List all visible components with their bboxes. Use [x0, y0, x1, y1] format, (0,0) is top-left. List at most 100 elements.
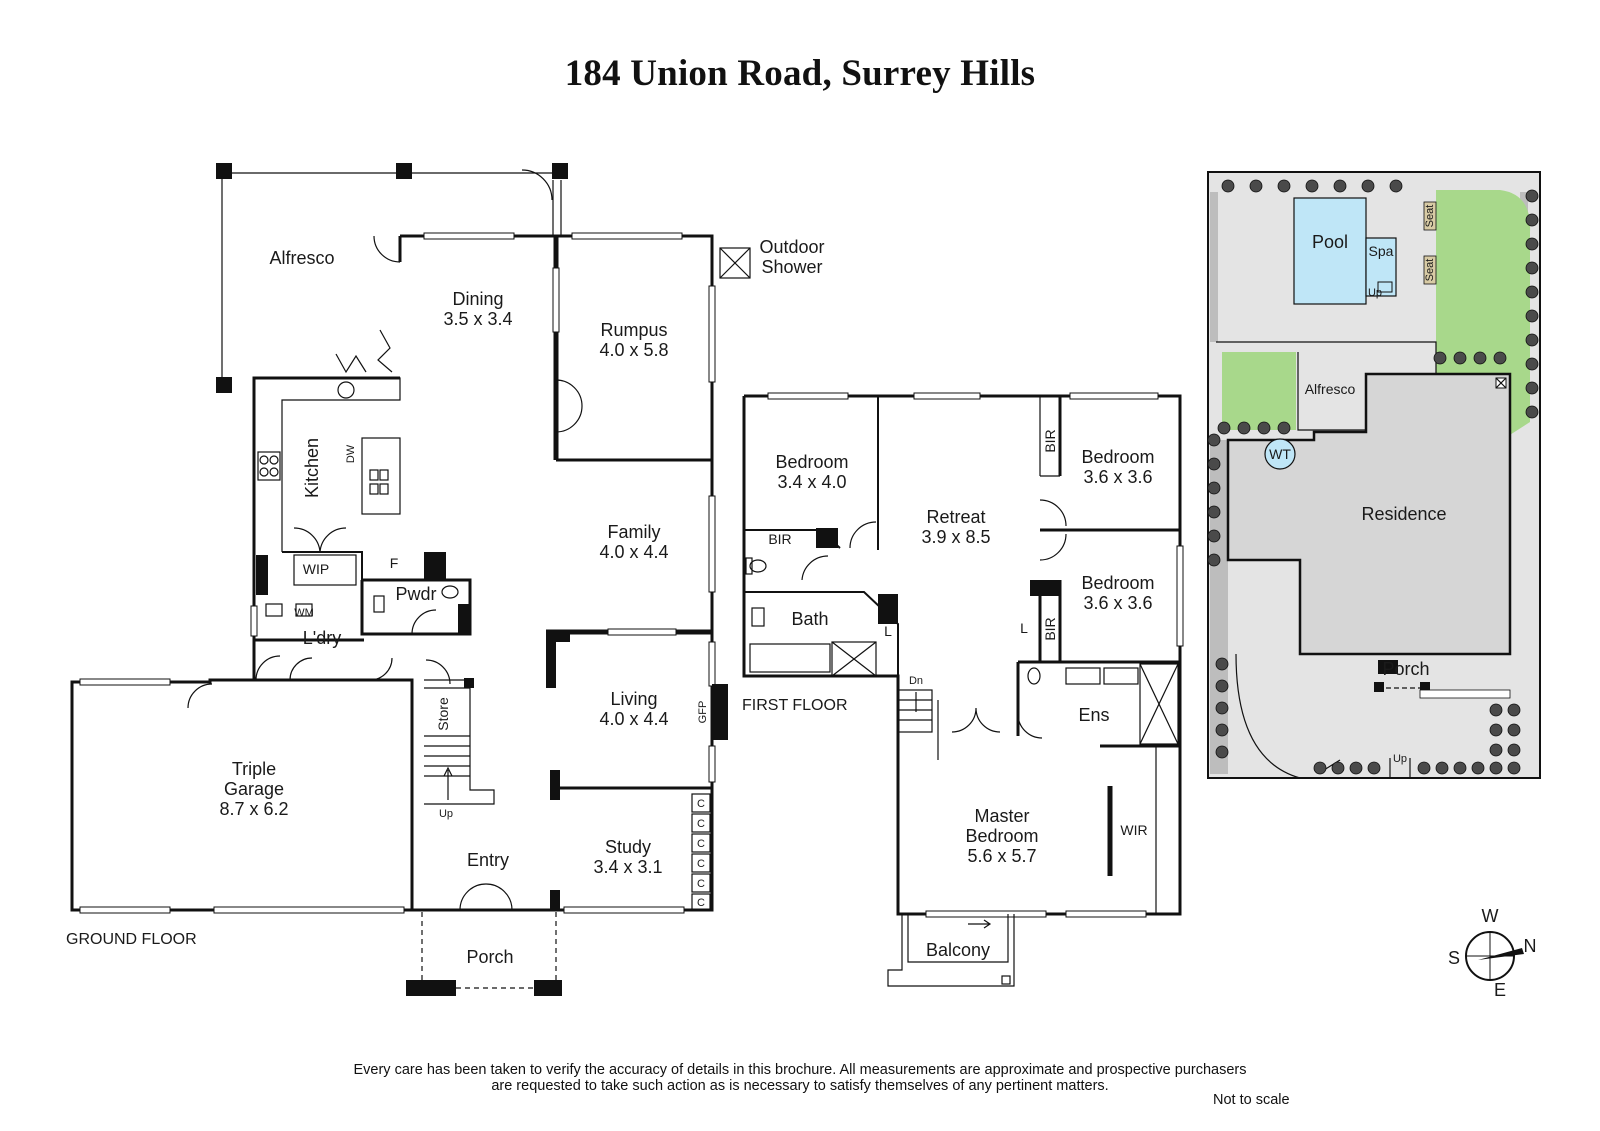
tree-icon — [1277, 421, 1291, 435]
study-cupboards: C C C C C C — [691, 793, 711, 911]
tree-icon — [1471, 761, 1485, 775]
retreat-label: Retreat — [926, 507, 985, 527]
ground-floor-plan — [70, 163, 751, 996]
dining-size: 3.5 x 3.4 — [443, 309, 512, 329]
first-floor-label: FIRST FLOOR — [742, 697, 848, 714]
tree-icon — [1525, 261, 1539, 275]
master-label-2: Bedroom — [965, 826, 1038, 846]
garage-label-2: Garage — [224, 779, 284, 799]
tree-icon — [1433, 351, 1447, 365]
tree-icon — [1215, 701, 1229, 715]
tree-icon — [1525, 237, 1539, 251]
ground-floor-label: GROUND FLOOR — [66, 931, 197, 948]
rumpus-label: Rumpus — [600, 320, 667, 340]
disclaimer-line-1: Every care has been taken to verify the … — [353, 1062, 1247, 1078]
tree-icon — [1525, 213, 1539, 227]
seat-label: Seat — [1424, 205, 1436, 228]
tree-icon — [1417, 761, 1431, 775]
tree-icon — [1215, 657, 1229, 671]
bedroom1-size: 3.4 x 4.0 — [777, 472, 846, 492]
compass-south-label: S — [1448, 948, 1460, 968]
compass-north-label: N — [1524, 936, 1537, 956]
tree-icon — [1525, 357, 1539, 371]
tree-icon — [1473, 351, 1487, 365]
tree-icon — [1453, 351, 1467, 365]
tree-icon — [1507, 703, 1521, 717]
tree-icon — [1453, 761, 1467, 775]
garage-size: 8.7 x 6.2 — [219, 799, 288, 819]
tree-icon — [1525, 285, 1539, 299]
tree-icon — [1361, 179, 1375, 193]
page-title: 184 Union Road, Surrey Hills — [564, 53, 1036, 94]
tree-icon — [1207, 457, 1221, 471]
tree-icon — [1489, 761, 1503, 775]
gfp-label: GFP — [697, 701, 709, 724]
ensuite-label: Ens — [1078, 705, 1109, 725]
stair-down-label: Dn — [909, 675, 923, 687]
tree-icon — [1207, 505, 1221, 519]
tree-icon — [1489, 703, 1503, 717]
cupboard-c-label: C — [697, 858, 705, 870]
tree-icon — [1525, 189, 1539, 203]
family-size: 4.0 x 4.4 — [599, 542, 668, 562]
living-size: 4.0 x 4.4 — [599, 709, 668, 729]
site-porch-label: Porch — [1382, 659, 1429, 679]
retreat-size: 3.9 x 8.5 — [921, 527, 990, 547]
tree-icon — [1507, 761, 1521, 775]
alfresco-label: Alfresco — [269, 248, 334, 268]
pwdr-label: Pwdr — [395, 584, 436, 604]
tree-icon — [1489, 743, 1503, 757]
store-label: Store — [435, 697, 451, 731]
study-size: 3.4 x 3.1 — [593, 857, 662, 877]
tree-icon — [1215, 723, 1229, 737]
pool-up-label: Up — [1368, 287, 1382, 299]
disclaimer-line-2: are requested to take such action as is … — [491, 1078, 1109, 1094]
seat-label: Seat — [1424, 259, 1436, 282]
tree-icon — [1277, 179, 1291, 193]
bedroom3-label: Bedroom — [1081, 573, 1154, 593]
wir-label: WIR — [1120, 822, 1147, 838]
rumpus-size: 4.0 x 5.8 — [599, 340, 668, 360]
tree-icon — [1331, 761, 1345, 775]
living-label: Living — [610, 689, 657, 709]
bedroom2-size: 3.6 x 3.6 — [1083, 467, 1152, 487]
site-alfresco-label: Alfresco — [1305, 381, 1356, 397]
tree-icon — [1207, 553, 1221, 567]
tree-icon — [1257, 421, 1271, 435]
tree-icon — [1489, 723, 1503, 737]
wm-label: WM — [294, 607, 314, 619]
tree-icon — [1215, 679, 1229, 693]
tree-icon — [1215, 745, 1229, 759]
tree-icon — [1221, 179, 1235, 193]
outdoor-shower-label-2: Shower — [761, 257, 822, 277]
cupboard-c-label: C — [697, 818, 705, 830]
master-label-1: Master — [974, 806, 1029, 826]
garage-label-1: Triple — [232, 759, 276, 779]
entry-label: Entry — [467, 850, 509, 870]
tree-icon — [1217, 421, 1231, 435]
bedroom2-label: Bedroom — [1081, 447, 1154, 467]
tree-icon — [1207, 529, 1221, 543]
compass-east-label: E — [1494, 980, 1506, 1000]
wip-label: WIP — [303, 561, 329, 577]
site-trees — [1207, 179, 1539, 775]
study-label: Study — [605, 837, 651, 857]
tree-icon — [1507, 723, 1521, 737]
compass — [1465, 931, 1524, 981]
porch-label: Porch — [466, 947, 513, 967]
water-tank-label: WT — [1269, 446, 1291, 462]
compass-west-label: W — [1482, 906, 1499, 926]
residence-label: Residence — [1361, 504, 1446, 524]
cupboard-c-label: C — [697, 798, 705, 810]
tree-icon — [1435, 761, 1449, 775]
kitchen-label: Kitchen — [302, 438, 322, 498]
tree-icon — [1389, 179, 1403, 193]
site-plan — [1207, 171, 1541, 779]
master-size: 5.6 x 5.7 — [967, 846, 1036, 866]
bedroom3-size: 3.6 x 3.6 — [1083, 593, 1152, 613]
linen-label: L — [884, 623, 892, 639]
not-to-scale-note: Not to scale — [1213, 1092, 1290, 1108]
tree-icon — [1367, 761, 1381, 775]
tree-icon — [1333, 179, 1347, 193]
